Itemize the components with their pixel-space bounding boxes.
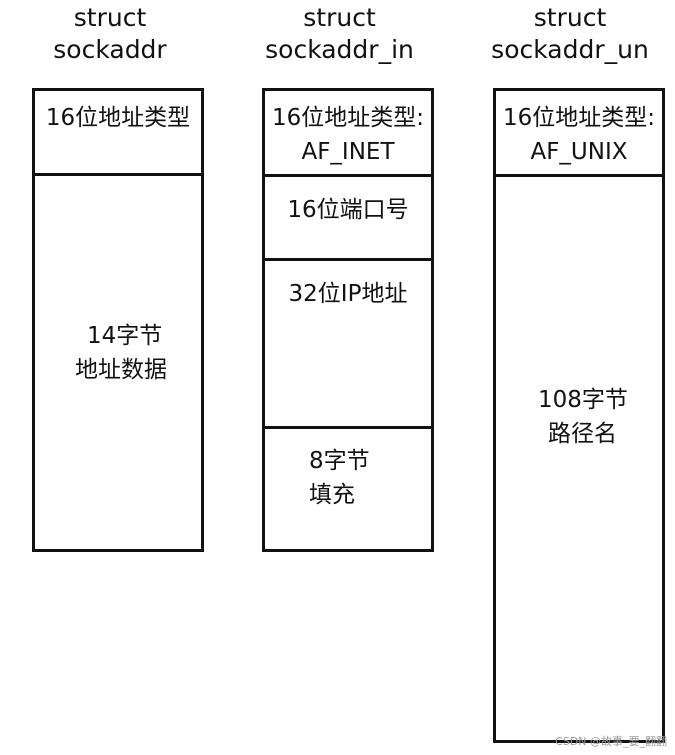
- field-label-2: AF_UNIX: [530, 139, 628, 165]
- sockaddr-field-family: 16位地址类型: [35, 91, 201, 176]
- sockaddr-un-field-path: 108字节 路径名: [496, 177, 662, 740]
- struct-sockaddr-un-title: struct sockaddr_un: [490, 2, 650, 66]
- sockaddr-in-box: 16位地址类型: AF_INET 16位端口号 32位IP地址 8字节 填充: [262, 88, 434, 552]
- field-label-2: 路径名: [548, 421, 617, 447]
- field-label-2: 地址数据: [75, 357, 167, 383]
- struct-name: sockaddr_in: [265, 35, 414, 64]
- struct-name: sockaddr: [53, 35, 167, 64]
- field-label: 16位地址类型: [45, 105, 191, 131]
- sockaddr-un-field-family: 16位地址类型: AF_UNIX: [496, 91, 662, 177]
- field-label: 108字节: [538, 387, 628, 413]
- field-label: 32位IP地址: [288, 281, 408, 307]
- sockaddr-in-field-addr: 32位IP地址: [265, 261, 431, 429]
- sockaddr-in-field-port: 16位端口号: [265, 177, 431, 261]
- field-label: 16位地址类型:: [502, 105, 655, 131]
- field-label: 14字节: [87, 323, 163, 349]
- sockaddr-in-field-zero: 8字节 填充: [265, 429, 431, 549]
- struct-sockaddr-in-title: struct sockaddr_in: [262, 2, 417, 66]
- field-label-2: 填充: [309, 482, 355, 508]
- field-label: 8字节: [309, 448, 370, 474]
- struct-keyword: struct: [303, 3, 376, 32]
- struct-name: sockaddr_un: [491, 35, 649, 64]
- struct-keyword: struct: [73, 3, 147, 32]
- field-label: 16位端口号: [287, 197, 409, 223]
- struct-sockaddr-title: struct sockaddr: [40, 2, 180, 66]
- field-label-2: AF_INET: [301, 139, 395, 165]
- sockaddr-box: 16位地址类型 14字节 地址数据: [32, 88, 204, 552]
- sockaddr-un-box: 16位地址类型: AF_UNIX 108字节 路径名: [493, 88, 665, 743]
- watermark: CSDN @故事_要_翻翻: [555, 735, 667, 748]
- sockaddr-field-data: 14字节 地址数据: [35, 176, 201, 549]
- field-label: 16位地址类型:: [271, 105, 424, 131]
- sockaddr-in-field-family: 16位地址类型: AF_INET: [265, 91, 431, 177]
- struct-keyword: struct: [533, 3, 607, 32]
